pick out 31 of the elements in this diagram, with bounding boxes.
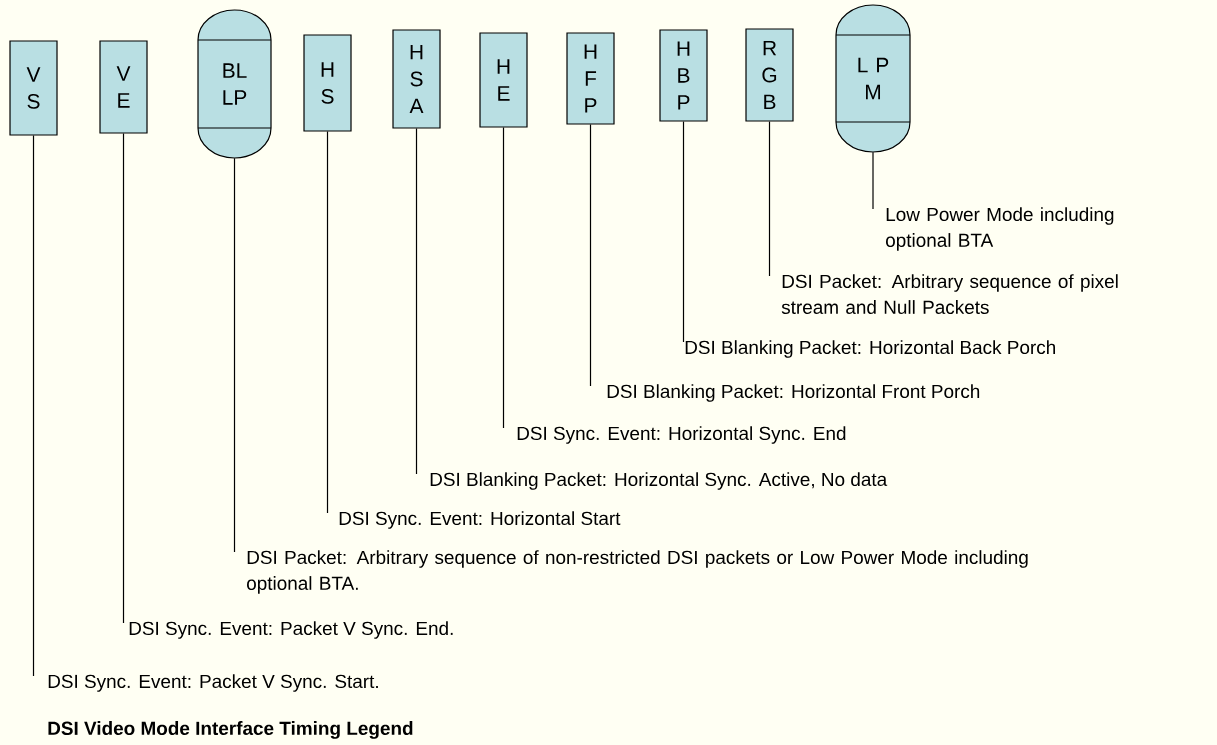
label-box: V S — [9, 40, 58, 136]
leader-line — [502, 127, 505, 429]
description-text: DSI Sync. Event: Packet V Sync. End. — [129, 621, 453, 639]
leader-line — [415, 128, 418, 475]
label-box: H B P — [659, 29, 708, 122]
leader-line — [872, 151, 874, 210]
leader-line — [122, 133, 125, 624]
caption: DSI Video Mode Interface Timing Legend — [48, 721, 413, 739]
description-text: DSI Blanking Packet: Horizontal Sync. Active, No data — [430, 472, 888, 490]
label-box: V E — [99, 40, 148, 134]
description-text: DSI Sync. Event: Horizontal Start — [339, 511, 621, 529]
description-text: DSI Sync. Event: Packet V Sync. Start. — [48, 674, 378, 692]
label-box: R G B — [745, 28, 794, 122]
label-box: H F P — [566, 32, 615, 125]
description-text: DSI Blanking Packet: Horizontal Back Porch — [685, 340, 1055, 358]
capsule-box: L P M — [835, 4, 911, 153]
leader-line — [326, 131, 329, 514]
description-text: Low Power Mode including optional BTA — [886, 207, 1114, 251]
label-box: H S A — [392, 29, 441, 129]
description-text: DSI Sync. Event: Horizontal Sync. End — [517, 426, 846, 444]
label-box: H E — [479, 32, 528, 128]
leader-line — [32, 135, 35, 677]
leader-line — [682, 121, 685, 343]
label-box: H S — [303, 34, 352, 132]
leader-line — [768, 121, 771, 277]
description-text: DSI Packet: Arbitrary sequence of non-restricted DSI packets or Low Power Mode including optional BTA. — [247, 550, 1028, 594]
description-text: DSI Packet: Arbitrary sequence of pixel stream and Null Packets — [781, 274, 1118, 314]
leader-line — [233, 157, 236, 553]
leader-line — [589, 124, 592, 387]
description-text: DSI Blanking Packet: Horizontal Front Porch — [607, 384, 980, 402]
capsule-box: BL LP — [197, 9, 272, 159]
